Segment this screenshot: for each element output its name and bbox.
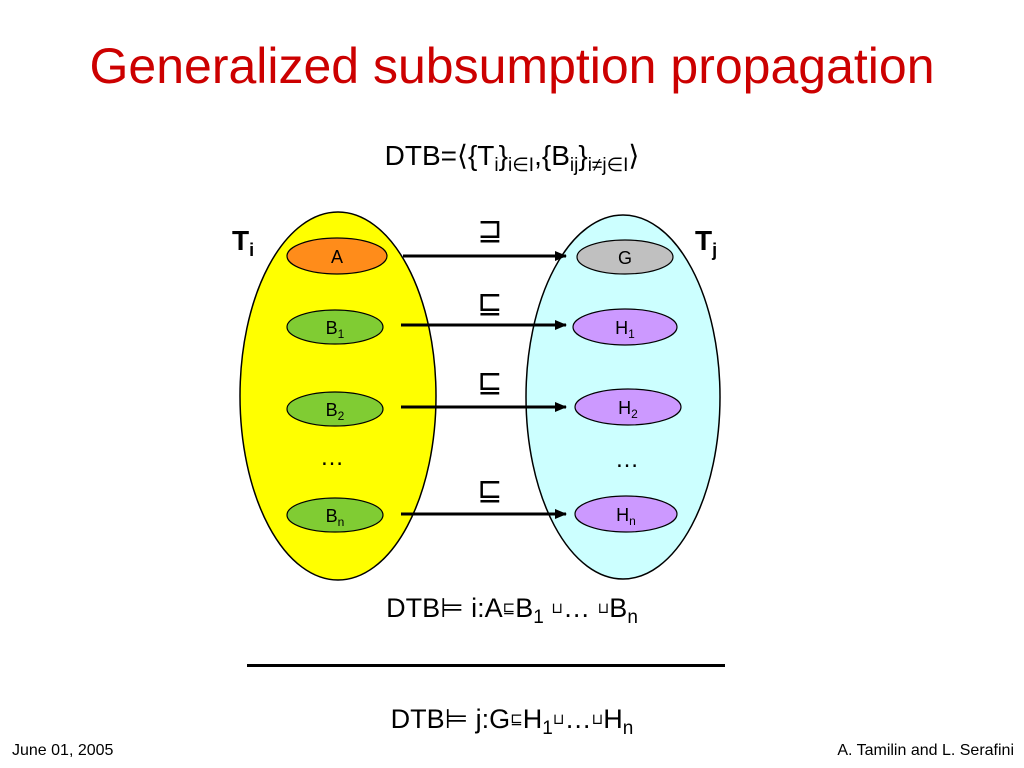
svg-text:B1: B1 <box>326 318 345 341</box>
premise-sqsub: ⊑ <box>502 599 516 617</box>
formula-b-close: } <box>578 140 588 171</box>
slide-title: Generalized subsumption propagation <box>89 38 935 94</box>
premise-statement: i:A <box>471 593 503 623</box>
concept-node-g: G <box>576 239 674 275</box>
premise-cup: ⊔ <box>551 599 564 617</box>
conclusion-h1-sub: 1 <box>542 718 553 739</box>
concept-node-hn: Hn <box>574 495 678 533</box>
bridge-symbol-onto-1: ⊑ <box>477 286 502 321</box>
formula-t-index: i∈I <box>508 155 535 176</box>
formula-t-close: } <box>498 140 509 171</box>
formula-t-part: {T <box>467 140 495 171</box>
premise-dtb: DTB <box>386 593 441 623</box>
footer-authors: A. Tamilin and L. Serafini <box>837 742 1014 759</box>
bridge-symbol-into: ⊒ <box>477 213 502 248</box>
theory-tj-label: Tj <box>695 225 717 260</box>
svg-text:H2: H2 <box>618 398 638 421</box>
right-ellipsis: … <box>615 446 639 473</box>
svg-text:A: A <box>331 247 343 267</box>
footer-date: June 01, 2005 <box>12 742 114 759</box>
svg-text:G: G <box>618 248 632 268</box>
concept-node-h1: H1 <box>572 308 678 346</box>
inference-line <box>247 664 725 667</box>
concept-node-bn: Bn <box>286 497 384 533</box>
premise-entails: ⊨ <box>440 593 464 624</box>
svg-text:Bn: Bn <box>326 506 345 529</box>
conclusion-h: H <box>522 704 543 734</box>
premise-dots: … <box>563 593 591 623</box>
conclusion-entails: ⊨ <box>444 704 469 735</box>
formula-b-sub: ij <box>569 155 579 176</box>
bridge-symbol-onto-2: ⊑ <box>477 365 502 400</box>
left-ellipsis: … <box>320 444 344 471</box>
formula-lhs: DTB= <box>384 140 458 171</box>
conclusion-cup: ⊔ <box>552 710 565 728</box>
svg-text:Hn: Hn <box>616 505 636 528</box>
rule-premise: DTB⊨ i:A⊑B1 ⊔… ⊔Bn <box>0 593 1024 629</box>
dtb-definition: DTB=⟨{Ti}i∈I,{Bij}i≠j∈I⟩ <box>0 138 1024 184</box>
svg-text:B2: B2 <box>326 400 345 423</box>
premise-b: B <box>515 593 534 623</box>
formula-b-part: ,{B <box>534 140 570 171</box>
premise-b1-sub: 1 <box>533 607 544 628</box>
conclusion-sqsub: ⊑ <box>510 710 523 728</box>
premise-cup-2: ⊔ <box>597 599 610 617</box>
formula-close-angle: ⟩ <box>628 140 640 171</box>
rule-conclusion: DTB⊨ j:G⊑H1⊔…⊔Hn <box>0 704 1024 740</box>
concept-node-a: A <box>286 237 388 275</box>
premise-bn: B <box>609 593 628 623</box>
premise-bn-sub: n <box>627 607 638 628</box>
conclusion-dots: … <box>564 704 592 734</box>
formula-t-sub: i <box>494 155 499 176</box>
concept-node-h2: H2 <box>574 388 682 426</box>
formula-open-angle: ⟨ <box>457 140 468 171</box>
svg-text:H1: H1 <box>615 318 635 341</box>
formula-b-index: i≠j∈I <box>587 155 629 176</box>
bridge-symbol-onto-n: ⊑ <box>477 473 502 508</box>
concept-node-b2: B2 <box>286 391 384 427</box>
theory-ti-label: Ti <box>232 225 254 260</box>
conclusion-cup-2: ⊔ <box>591 710 604 728</box>
conclusion-hn: H <box>603 704 623 734</box>
concept-node-b1: B1 <box>286 309 384 345</box>
conclusion-dtb: DTB <box>390 704 445 734</box>
conclusion-hn-sub: n <box>622 718 634 739</box>
conclusion-statement: j:G <box>475 704 511 734</box>
